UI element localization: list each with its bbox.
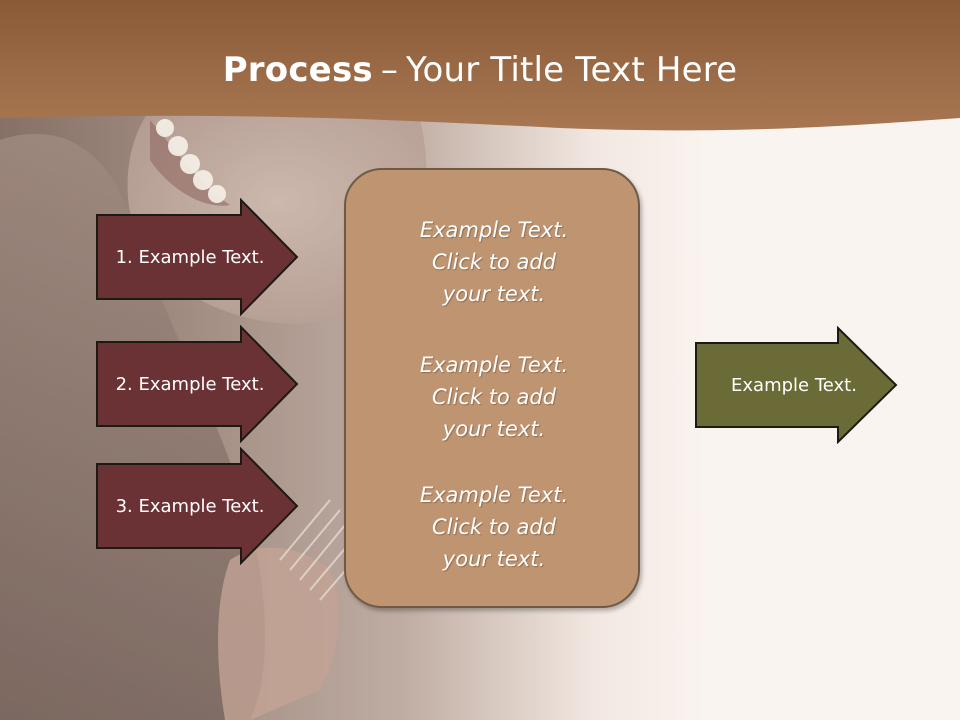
title-dash: –	[380, 50, 399, 90]
arrow-shape-3	[96, 447, 299, 565]
title-rest: Your Title Text Here	[406, 50, 738, 90]
arrow-shape-1	[96, 198, 299, 316]
page-title: Process–Your Title Text Here	[0, 50, 960, 90]
arrow-label-1: 1. Example Text.	[115, 246, 265, 268]
process-arrow-1[interactable]: 1. Example Text.	[95, 198, 301, 316]
arrow-shape-2	[96, 325, 299, 443]
title-band	[0, 0, 960, 131]
center-text-box[interactable]: Example Text. Click to add your text. Ex…	[344, 168, 640, 608]
title-strong: Process	[222, 50, 373, 90]
output-arrow[interactable]: Example Text.	[694, 326, 900, 444]
center-text-1[interactable]: Example Text. Click to add your text.	[419, 218, 569, 306]
output-arrow-label: Example Text.	[731, 374, 857, 396]
arrow-label-3: 3. Example Text.	[115, 495, 265, 517]
arrow-label-2: 2. Example Text.	[115, 373, 265, 395]
process-arrow-2[interactable]: 2. Example Text.	[95, 325, 301, 443]
center-text-3[interactable]: Example Text. Click to add your text.	[419, 483, 569, 571]
process-arrow-3[interactable]: 3. Example Text.	[95, 447, 301, 565]
output-arrow-shape	[695, 326, 898, 444]
center-text-2[interactable]: Example Text. Click to add your text.	[419, 353, 569, 441]
